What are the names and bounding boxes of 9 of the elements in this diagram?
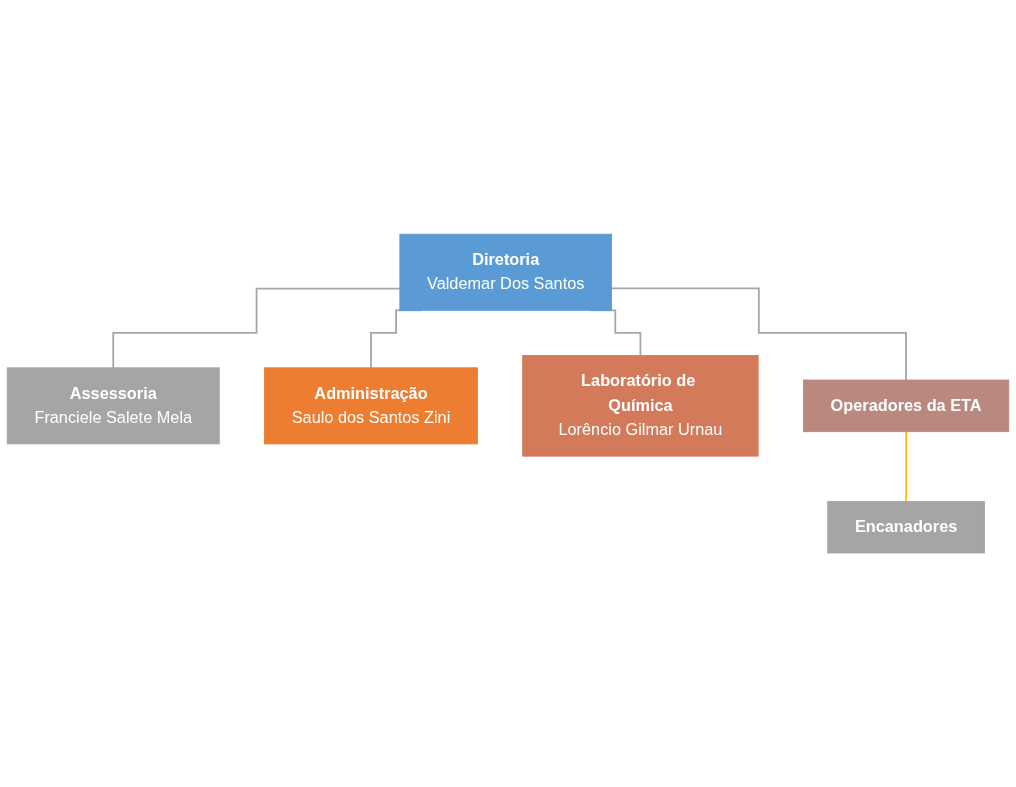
connector bbox=[112, 287, 401, 369]
node-box: Administração Saulo dos Santos Zini bbox=[264, 367, 478, 445]
connector bbox=[610, 287, 907, 381]
node-box: Laboratório de Química Lorêncio Gilmar Urnau bbox=[522, 355, 759, 457]
connector bbox=[905, 430, 907, 503]
node-box: Assessoria Franciele Salete Mela bbox=[6, 367, 220, 445]
node-box: Encanadores bbox=[827, 500, 985, 554]
node-box: Diretoria Valdemar Dos Santos bbox=[399, 233, 612, 311]
node-box: Operadores da ETA bbox=[803, 379, 1010, 432]
